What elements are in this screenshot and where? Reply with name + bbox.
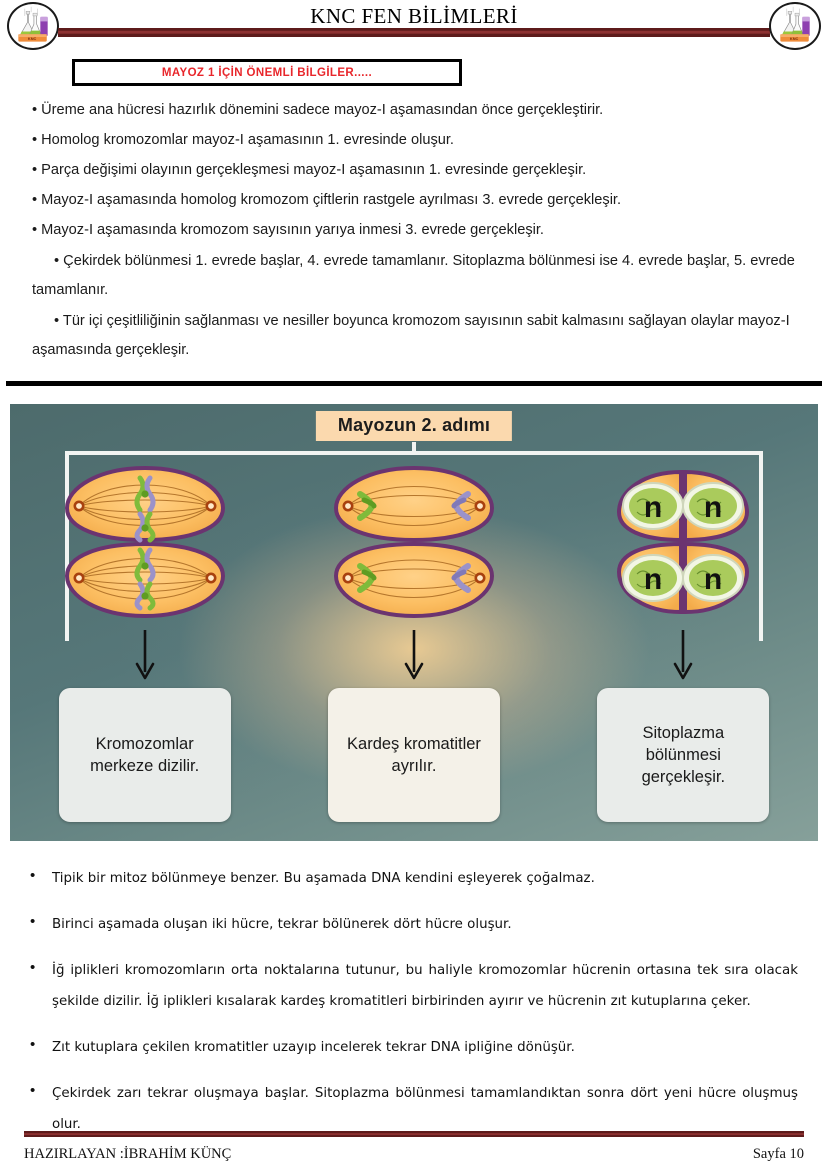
panel-caption: Sitoplazma bölünmesi gerçekleşir. bbox=[597, 688, 770, 822]
info-bullet-list: •Üreme ana hücresi hazırlık dönemini sad… bbox=[14, 95, 814, 365]
figure-bracket-stem bbox=[412, 442, 416, 453]
nucleus-label-n: n bbox=[704, 491, 722, 524]
note-item: • İğ iplikleri kromozomların orta noktal… bbox=[30, 955, 798, 1017]
note-text: İğ iplikleri kromozomların orta noktalar… bbox=[52, 963, 798, 1009]
nucleus-label-n: n bbox=[644, 563, 662, 596]
lab-glassware-icon: KNC bbox=[18, 6, 48, 42]
nucleus-label-n: n bbox=[704, 563, 722, 596]
notes-list: • Tipik bir mitoz bölünmeye benzer. Bu a… bbox=[30, 863, 798, 1140]
note-text: Tipik bir mitoz bölünmeye benzer. Bu aşa… bbox=[52, 871, 595, 886]
down-arrow-icon bbox=[674, 630, 693, 680]
note-text: Çekirdek zarı tekrar oluşmaya başlar. Si… bbox=[52, 1086, 798, 1132]
info-bullet-text: Mayoz-I aşamasında kromozom sayısının ya… bbox=[41, 222, 544, 238]
info-bullet-item: •Mayoz-I aşamasında kromozom sayısının y… bbox=[32, 215, 802, 245]
info-bullet-item: •Mayoz-I aşamasında homolog kromozom çif… bbox=[32, 185, 802, 215]
note-text: Zıt kutuplara çekilen kromatitler uzayıp… bbox=[52, 1040, 575, 1055]
panel-caption: Kromozomlar merkeze dizilir. bbox=[58, 688, 231, 822]
down-arrow-icon bbox=[135, 630, 154, 680]
nucleus-label-n: n bbox=[644, 491, 662, 524]
svg-text:KNC: KNC bbox=[790, 37, 799, 41]
cell-anaphase-ii-diagram bbox=[333, 465, 494, 619]
info-bullet-text: Parça değişimi olayının gerçekleşmesi ma… bbox=[41, 162, 587, 178]
footer-divider-bar bbox=[24, 1131, 804, 1137]
bullet-glyph: • bbox=[30, 867, 36, 884]
knc-lab-logo-right: KNC bbox=[769, 2, 821, 50]
figure-panel: n n n n Sitoplazma bölünmesi gerçekleşir… bbox=[578, 462, 788, 822]
svg-text:KNC: KNC bbox=[28, 37, 37, 41]
bullet-glyph: • bbox=[30, 913, 36, 930]
bullet-glyph: • bbox=[30, 1036, 36, 1053]
bullet-glyph: • bbox=[32, 102, 38, 118]
page-header: KNC KNC FEN BİLİMLERİ KNC bbox=[0, 0, 828, 52]
info-bullet-item: •Parça değişimi olayının gerçekleşmesi m… bbox=[32, 155, 802, 185]
note-item: • Tipik bir mitoz bölünmeye benzer. Bu a… bbox=[30, 863, 798, 894]
footer-prepared-by: HAZIRLAYAN :İBRAHİM KÜNÇ bbox=[24, 1146, 232, 1162]
important-info-section: MAYOZ 1 İÇİN ÖNEMLİ BİLGİLER..... •Üreme… bbox=[0, 59, 828, 365]
bullet-glyph: • bbox=[32, 162, 38, 178]
four-daughter-cells-diagram: n n n n bbox=[617, 469, 750, 615]
info-title-text: MAYOZ 1 İÇİN ÖNEMLİ BİLGİLER..... bbox=[161, 66, 373, 79]
info-bullet-text: Homolog kromozomlar mayoz-I aşamasının 1… bbox=[41, 132, 454, 148]
meiosis-ii-figure: Mayozun 2. adımı bbox=[10, 404, 818, 841]
info-bullet-item: •Üreme ana hücresi hazırlık dönemini sad… bbox=[32, 95, 802, 125]
note-text: Birinci aşamada oluşan iki hücre, tekrar… bbox=[52, 917, 512, 932]
down-arrow-icon bbox=[404, 630, 424, 680]
info-paragraph: • Tür içi çeşitliliğinin sağlanması ve n… bbox=[32, 313, 790, 358]
bullet-glyph: • bbox=[32, 192, 38, 208]
figure-label: Mayozun 2. adımı bbox=[315, 411, 513, 441]
bullet-glyph: • bbox=[32, 132, 38, 148]
bullet-glyph: • bbox=[30, 959, 36, 976]
page-title: KNC FEN BİLİMLERİ bbox=[310, 4, 518, 28]
cell-metaphase-ii-diagram bbox=[64, 465, 225, 619]
footer-page-number: Sayfa 10 bbox=[752, 1146, 804, 1162]
info-title-box: MAYOZ 1 İÇİN ÖNEMLİ BİLGİLER..... bbox=[72, 59, 462, 86]
note-item: • Birinci aşamada oluşan iki hücre, tekr… bbox=[30, 909, 798, 940]
figure-bracket bbox=[65, 451, 763, 641]
section-divider bbox=[6, 381, 822, 386]
info-bullet-item: •Homolog kromozomlar mayoz-I aşamasının … bbox=[32, 125, 802, 155]
lab-glassware-icon: KNC bbox=[780, 6, 810, 42]
panel-caption: Kardeş kromatitler ayrılır. bbox=[327, 688, 500, 822]
info-bullet-text: Üreme ana hücresi hazırlık dönemini sade… bbox=[41, 102, 604, 118]
header-divider-bar bbox=[58, 28, 770, 37]
figure-panel: Kromozomlar merkeze dizilir. bbox=[40, 462, 250, 822]
figure-panel: Kardeş kromatitler ayrılır. bbox=[309, 462, 519, 822]
bullet-glyph: • bbox=[32, 222, 38, 238]
bullet-glyph: • bbox=[30, 1082, 36, 1099]
info-paragraph: • Çekirdek bölünmesi 1. evrede başlar, 4… bbox=[32, 253, 795, 298]
info-bullet-text: Mayoz-I aşamasında homolog kromozom çift… bbox=[41, 192, 622, 208]
note-item: • Zıt kutuplara çekilen kromatitler uzay… bbox=[30, 1032, 798, 1063]
note-item: • Çekirdek zarı tekrar oluşmaya başlar. … bbox=[30, 1078, 798, 1140]
knc-lab-logo-left: KNC bbox=[7, 2, 59, 50]
page-footer: HAZIRLAYAN :İBRAHİM KÜNÇ Sayfa 10 bbox=[0, 1131, 828, 1163]
figure-panels: Kromozomlar merkeze dizilir. bbox=[10, 462, 818, 822]
